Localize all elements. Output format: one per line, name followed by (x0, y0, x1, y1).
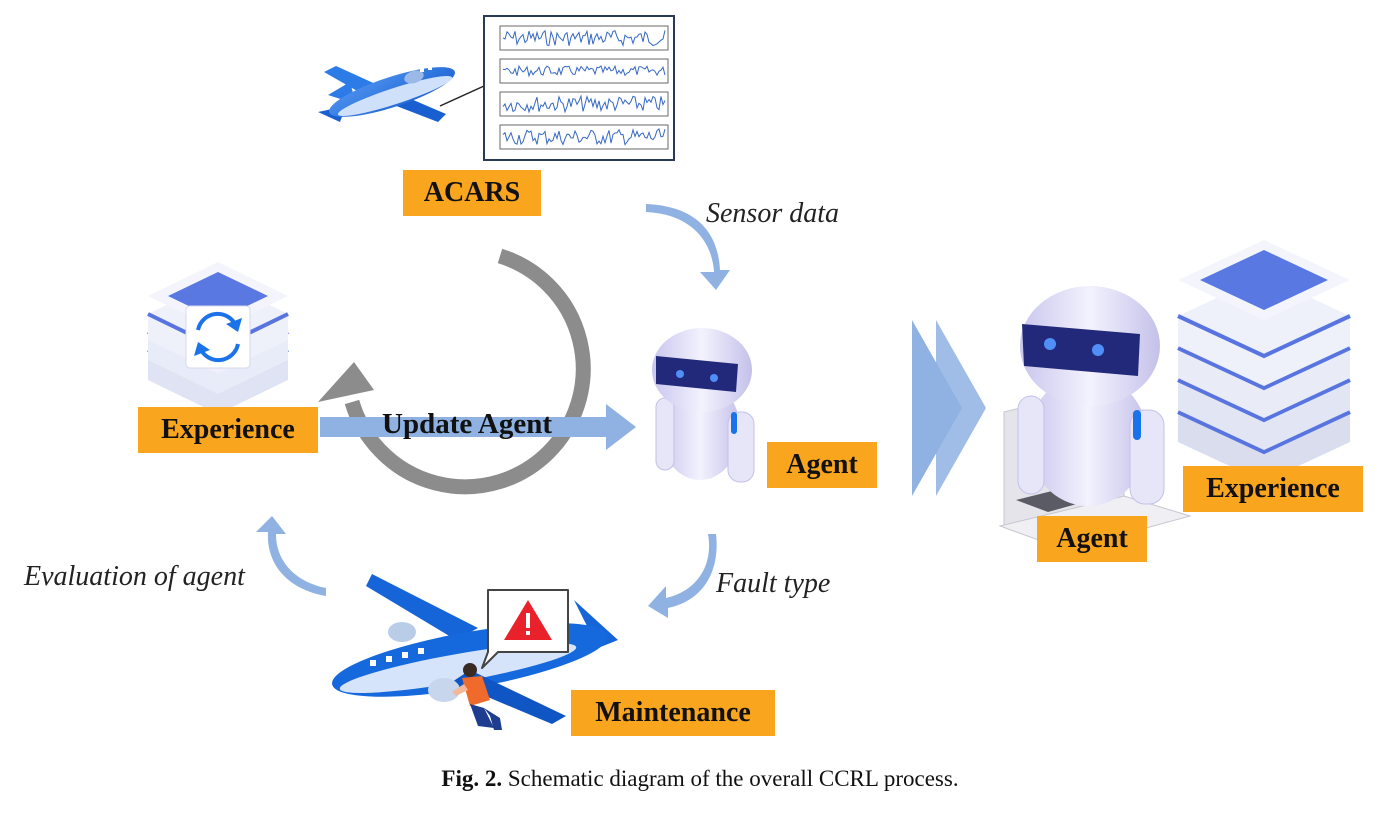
sensor-signal-line (502, 29, 666, 48)
sensor-data-label: Sensor data (706, 198, 839, 229)
sensor-data-arrow (646, 204, 730, 290)
robot-icon (652, 328, 755, 483)
caption-text: Schematic diagram of the overall CCRL pr… (507, 766, 959, 791)
transition-chevron-arrow (912, 320, 986, 496)
sensor-plot-icon (483, 15, 675, 161)
evaluation-arrow (256, 516, 326, 596)
agent-label-center: Agent (767, 442, 877, 488)
robot-icon-large (1017, 286, 1165, 506)
caption-prefix: Fig. 2. (441, 766, 503, 791)
sensor-signal-line (502, 127, 666, 146)
update-agent-arrow (320, 404, 636, 450)
fault-type-label: Fault type (716, 568, 831, 599)
warning-icon (504, 600, 552, 640)
update-cycle-arrow (318, 248, 591, 495)
sensor-signal-line (502, 64, 666, 78)
figure-caption: Fig. 2. Schematic diagram of the overall… (0, 766, 1400, 792)
fault-type-arrow (648, 534, 717, 618)
server-stack-icon (1177, 240, 1351, 482)
agent-label-right: Agent (1037, 516, 1147, 562)
acars-label: ACARS (403, 170, 541, 216)
maintenance-label: Maintenance (571, 690, 775, 736)
experience-label-right: Experience (1183, 466, 1363, 512)
database-sync-icon (147, 262, 289, 414)
experience-label-left: Experience (138, 407, 318, 453)
technician-icon (452, 663, 502, 730)
airplane-icon (318, 61, 455, 122)
evaluation-label: Evaluation of agent (24, 561, 245, 592)
callout-line (439, 85, 485, 107)
update-agent-label: Update Agent (382, 408, 552, 440)
warning-bubble (481, 589, 569, 669)
sensor-signal-line (502, 94, 666, 114)
